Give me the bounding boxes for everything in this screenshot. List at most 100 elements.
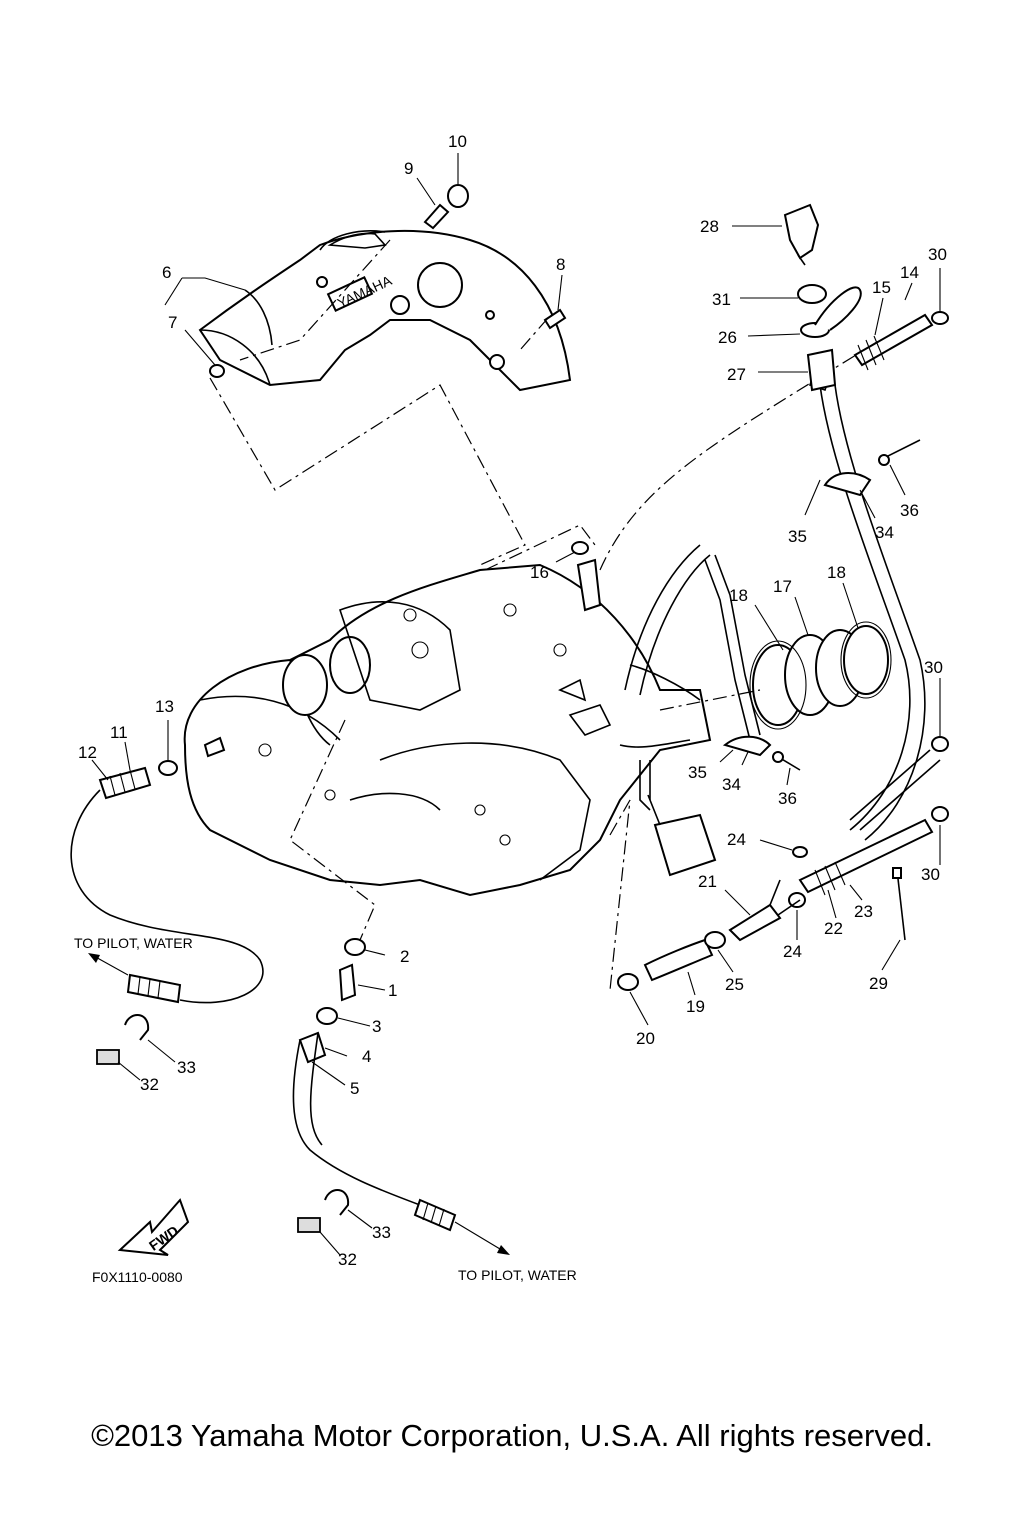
fitting-11 [203, 736, 226, 758]
part-label: 30 [928, 245, 947, 264]
filler-cap-28 [783, 203, 820, 266]
part-label: 36 [778, 789, 797, 808]
gasket-26 [800, 286, 862, 338]
pilot-hose-left [70, 789, 264, 1004]
part-label: 35 [688, 763, 707, 782]
hoses [599, 339, 941, 841]
part-label: 18 [827, 563, 846, 582]
hose-22-23 [798, 818, 934, 896]
clamp-25 [704, 931, 726, 949]
hose-14 [853, 313, 934, 371]
clamp-24-top [792, 846, 808, 858]
joint-1 [338, 963, 357, 1002]
part-label: 28 [700, 217, 719, 236]
part-label: 33 [372, 1223, 391, 1242]
hose-16 [571, 541, 602, 612]
hose-clamp-18-right [840, 621, 892, 699]
part-label: 24 [727, 830, 746, 849]
hose-4-5 [292, 1031, 421, 1206]
part-label: 27 [727, 365, 746, 384]
part-label: 26 [718, 328, 737, 347]
holder-32-left [96, 1049, 120, 1065]
part-number-labels: 10 9 28 30 8 14 15 6 31 7 26 27 36 35 34… [78, 132, 947, 1269]
copyright-notice: ©2013 Yamaha Motor Corporation, U.S.A. A… [91, 1418, 933, 1453]
part-label: 9 [404, 159, 413, 178]
clip-33-bottom [324, 1189, 350, 1216]
arrow-bottom [454, 1221, 510, 1255]
part-label: 33 [177, 1058, 196, 1077]
leader-lines [91, 153, 941, 1256]
part-label: 10 [448, 132, 467, 151]
clamp-30-low [931, 806, 949, 822]
pin-36-top [878, 439, 921, 466]
part-label: 6 [162, 263, 171, 282]
part-label: 13 [155, 697, 174, 716]
part-label: 7 [168, 313, 177, 332]
band-34-top [823, 472, 872, 497]
bolt-9 [423, 203, 450, 230]
nut-31 [797, 284, 827, 304]
part-label: 16 [530, 563, 549, 582]
part-label: 1 [388, 981, 397, 1000]
hose-19 [643, 938, 714, 982]
part-label: 35 [788, 527, 807, 546]
clip-33-left [124, 1014, 150, 1041]
part-label: 12 [78, 743, 97, 762]
arrow-left [88, 953, 129, 976]
hose-12 [98, 766, 152, 800]
joint-rubber-17 [752, 625, 889, 726]
diagram-code: F0X1110-0080 [92, 1269, 183, 1285]
part-label: 4 [362, 1047, 371, 1066]
part-label: 15 [872, 278, 891, 297]
part-label: 30 [921, 865, 940, 884]
part-label: 22 [824, 919, 843, 938]
part-label: 17 [773, 577, 792, 596]
damper-8 [543, 308, 567, 330]
part-label: 21 [698, 872, 717, 891]
grommet-7 [209, 364, 225, 378]
fwd-arrow-icon: FWD [117, 1198, 190, 1256]
clamp-30-top [931, 311, 949, 325]
part-label: 19 [686, 997, 705, 1016]
clamp-20 [617, 973, 639, 991]
assembly-lines [209, 239, 761, 991]
part-label: 23 [854, 902, 873, 921]
part-label: 14 [900, 263, 919, 282]
part-label: 11 [110, 723, 128, 742]
to-pilot-water-bottom: TO PILOT, WATER [458, 1267, 577, 1283]
clamp-30-mid [931, 736, 949, 752]
joint-21 [728, 879, 801, 942]
filler-neck-27 [806, 348, 837, 392]
part-label: 32 [140, 1075, 159, 1094]
part-label: 30 [924, 658, 943, 677]
tie-29 [892, 867, 906, 941]
part-label: 24 [783, 942, 802, 961]
cap-10 [447, 184, 469, 208]
part-label: 32 [338, 1250, 357, 1269]
clamp-2 [344, 938, 366, 956]
part-label: 2 [400, 947, 409, 966]
hose-end-bottom [413, 1198, 457, 1232]
part-label: 34 [875, 523, 894, 542]
exhaust-cover: YAMAHA [198, 229, 572, 392]
part-label: 34 [722, 775, 741, 794]
clamp-3 [316, 1007, 338, 1025]
part-label: 8 [556, 255, 565, 274]
part-label: 25 [725, 975, 744, 994]
part-label: 18 [729, 586, 748, 605]
holder-32-bottom [297, 1217, 321, 1233]
part-label: 31 [712, 290, 731, 309]
part-label: 5 [350, 1079, 359, 1098]
part-label: 36 [900, 501, 919, 520]
part-label: 29 [869, 974, 888, 993]
water-lock-body [647, 794, 717, 877]
pin-36-mid [772, 751, 801, 771]
clamp-24-low [788, 892, 806, 908]
part-label: 20 [636, 1029, 655, 1048]
to-pilot-water-left: TO PILOT, WATER [74, 935, 193, 951]
part-label: 3 [372, 1017, 381, 1036]
exhaust-manifold-assembly [183, 563, 712, 897]
clamp-13 [158, 760, 178, 776]
band-34-mid [722, 735, 772, 757]
